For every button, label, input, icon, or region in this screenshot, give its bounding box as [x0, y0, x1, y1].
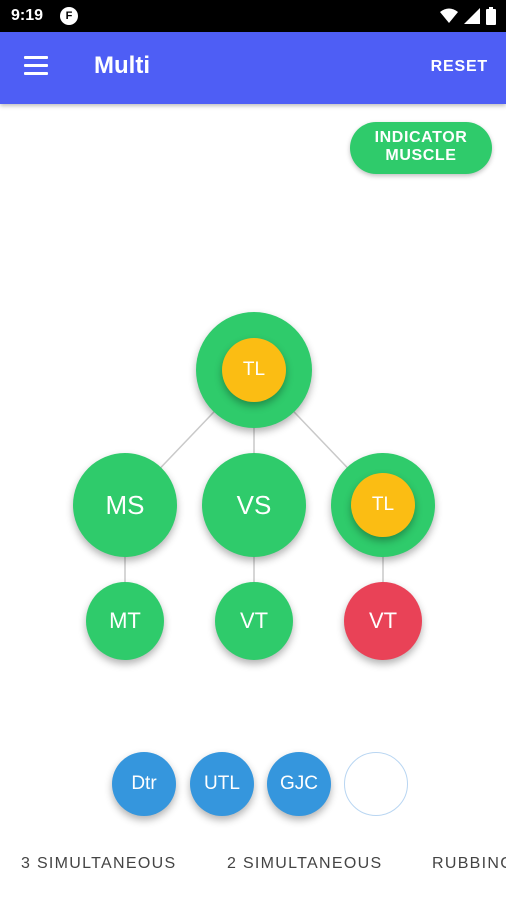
- root-indicator-chip[interactable]: TL: [222, 338, 286, 402]
- chip-dtr[interactable]: Dtr: [112, 752, 176, 816]
- empty-chip-slot[interactable]: [344, 752, 408, 816]
- cell-signal-icon: [464, 8, 480, 24]
- tree-node-vt-red[interactable]: VT: [344, 582, 422, 660]
- status-icons: [440, 6, 496, 26]
- node-label: MS: [105, 489, 145, 520]
- app-bar: Multi RESET: [0, 32, 506, 104]
- chip-label: GJC: [280, 773, 318, 794]
- hamburger-menu-icon[interactable]: [24, 56, 48, 80]
- tree-node-tl[interactable]: TL: [331, 453, 435, 557]
- tl-indicator-chip[interactable]: TL: [351, 473, 415, 537]
- tab-2-simultaneous[interactable]: 2 SIMULTANEOUS: [227, 855, 383, 872]
- indicator-line-2: MUSCLE: [385, 147, 457, 164]
- status-time: 9:19: [11, 7, 44, 24]
- indicator-muscle-button[interactable]: INDICATOR MUSCLE: [350, 122, 492, 174]
- root-indicator-label: TL: [242, 359, 266, 380]
- status-bar: 9:19 F: [0, 0, 506, 32]
- tree-root-node[interactable]: TL: [196, 312, 312, 428]
- tree-node-vs[interactable]: VS: [202, 453, 306, 557]
- battery-icon: [486, 7, 496, 25]
- tree-node-mt[interactable]: MT: [86, 582, 164, 660]
- tree-node-vt[interactable]: VT: [215, 582, 293, 660]
- app-notification-icon: F: [60, 7, 78, 25]
- tl-indicator-label: TL: [371, 494, 395, 515]
- chip-label: Dtr: [131, 773, 157, 794]
- node-label: VT: [368, 608, 398, 633]
- tab-3-simultaneous[interactable]: 3 SIMULTANEOUS: [21, 855, 177, 872]
- reset-button[interactable]: RESET: [430, 58, 488, 75]
- node-label: VT: [239, 608, 269, 633]
- tree-node-ms[interactable]: MS: [73, 453, 177, 557]
- node-label: VS: [236, 489, 272, 520]
- node-label: MT: [109, 608, 141, 633]
- indicator-line-1: INDICATOR: [374, 129, 468, 146]
- chip-gjc[interactable]: GJC: [267, 752, 331, 816]
- page-title: Multi: [94, 52, 150, 79]
- chip-utl[interactable]: UTL: [190, 752, 254, 816]
- wifi-icon: [440, 8, 458, 23]
- tab-rubbing[interactable]: RUBBING: [432, 855, 506, 872]
- chip-label: UTL: [204, 773, 240, 794]
